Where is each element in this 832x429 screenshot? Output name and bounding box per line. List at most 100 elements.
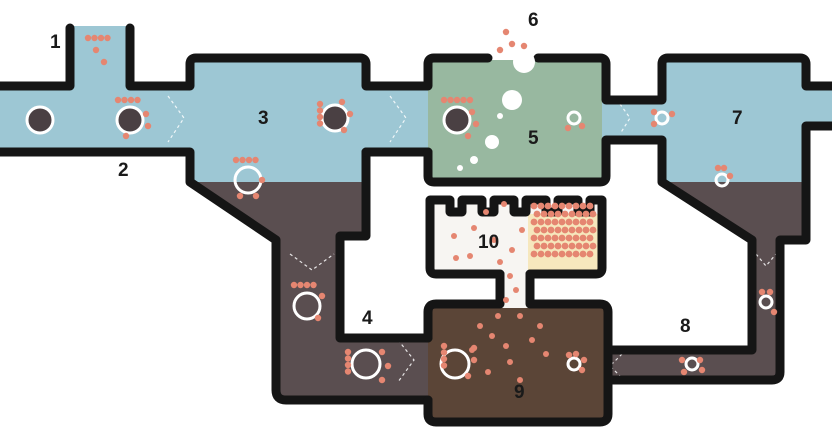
particle-dot — [537, 323, 543, 329]
particle-dot — [339, 99, 345, 105]
particle-dot — [85, 35, 91, 41]
particle-dot — [573, 251, 580, 258]
particle-dot — [771, 309, 777, 315]
particle-dot — [345, 362, 351, 368]
particle-dot — [669, 111, 675, 117]
particle-dot — [310, 282, 316, 288]
particle-dot — [239, 157, 245, 163]
particle-dot — [319, 293, 325, 299]
particle-dot — [441, 343, 447, 349]
particle-dot — [576, 227, 583, 234]
particle-dot — [559, 251, 566, 258]
particle-dot — [679, 357, 685, 363]
label-stage-4: 4 — [362, 308, 373, 329]
particle-dot — [121, 97, 127, 103]
particle-dot — [576, 211, 583, 218]
particle-dot — [580, 251, 587, 258]
particle-dot — [471, 357, 477, 363]
particle-dot — [315, 315, 321, 321]
particle-dot — [555, 211, 562, 218]
label-stage-5: 5 — [528, 128, 539, 149]
outlet-fill — [800, 86, 832, 126]
particle-dot — [503, 343, 509, 349]
label-stage-2: 2 — [118, 160, 129, 181]
particle-dot — [548, 243, 555, 250]
particle-dot — [454, 97, 460, 103]
particle-dot — [534, 243, 541, 250]
particle-dot — [469, 109, 475, 115]
particle-dot — [379, 349, 385, 355]
particle-dot — [345, 355, 351, 361]
particle-dot — [569, 243, 576, 250]
particle-dot — [576, 243, 583, 250]
label-stage-3: 3 — [258, 108, 269, 129]
label-stage-9: 9 — [514, 382, 525, 403]
particle-dot — [587, 203, 594, 210]
organic-particle — [27, 107, 53, 133]
particle-dot — [447, 97, 453, 103]
particle-dot — [727, 173, 733, 179]
particle-dot — [559, 235, 566, 242]
gas-bubble — [502, 90, 522, 110]
particle-dot — [590, 211, 597, 218]
particle-dot — [559, 203, 566, 210]
particle-dot — [548, 211, 555, 218]
particle-dot — [317, 120, 323, 126]
particle-dot — [565, 125, 571, 131]
particle-dot — [497, 47, 503, 53]
particle-dot — [104, 35, 110, 41]
particle-dot — [467, 253, 473, 259]
gas-bubble — [513, 51, 535, 73]
particle-dot — [115, 97, 121, 103]
particle-dot — [715, 165, 721, 171]
particle-dot — [587, 251, 594, 258]
particle-dot — [579, 367, 585, 373]
particle-dot — [233, 157, 239, 163]
particle-dot — [566, 235, 573, 242]
particle-dot — [566, 352, 572, 358]
particle-dot — [529, 337, 535, 343]
particle-dot — [345, 368, 351, 374]
particle-dot — [581, 357, 587, 363]
particle-dot — [497, 259, 503, 265]
particle-dot — [538, 203, 545, 210]
organic-particle — [444, 107, 470, 133]
particle-dot — [583, 211, 590, 218]
particle-dot — [453, 255, 459, 261]
particle-dot — [541, 243, 548, 250]
particle-dot — [541, 211, 548, 218]
label-stage-10: 10 — [478, 232, 499, 253]
connector-3-5 — [362, 86, 432, 152]
particle-dot — [521, 43, 527, 49]
particle-dot — [587, 235, 594, 242]
particle-dot — [304, 282, 310, 288]
particle-dot — [467, 97, 473, 103]
particle-dot — [379, 377, 385, 383]
particle-dot — [471, 225, 477, 231]
particle-dot — [317, 101, 323, 107]
connector-5-7 — [602, 100, 668, 140]
particle-dot — [237, 193, 243, 199]
particle-dot — [566, 219, 573, 226]
particle-dot — [562, 243, 569, 250]
particle-dot — [587, 219, 594, 226]
particle-dot — [441, 356, 447, 362]
particle-dot — [259, 177, 265, 183]
particle-dot — [441, 362, 447, 368]
particle-dot — [580, 203, 587, 210]
particle-dot — [552, 219, 559, 226]
particle-dot — [441, 97, 447, 103]
particle-dot — [531, 235, 538, 242]
particle-dot — [145, 123, 151, 129]
particle-dot — [552, 235, 559, 242]
particle-dot — [767, 289, 773, 295]
particle-dot — [538, 235, 545, 242]
gas-bubble — [457, 165, 463, 171]
gas-bubble — [485, 135, 499, 149]
gas-bubble — [470, 156, 478, 164]
particle-dot — [501, 201, 507, 207]
label-stage-7: 7 — [732, 108, 743, 129]
particle-dot — [573, 235, 580, 242]
particle-dot — [385, 363, 391, 369]
